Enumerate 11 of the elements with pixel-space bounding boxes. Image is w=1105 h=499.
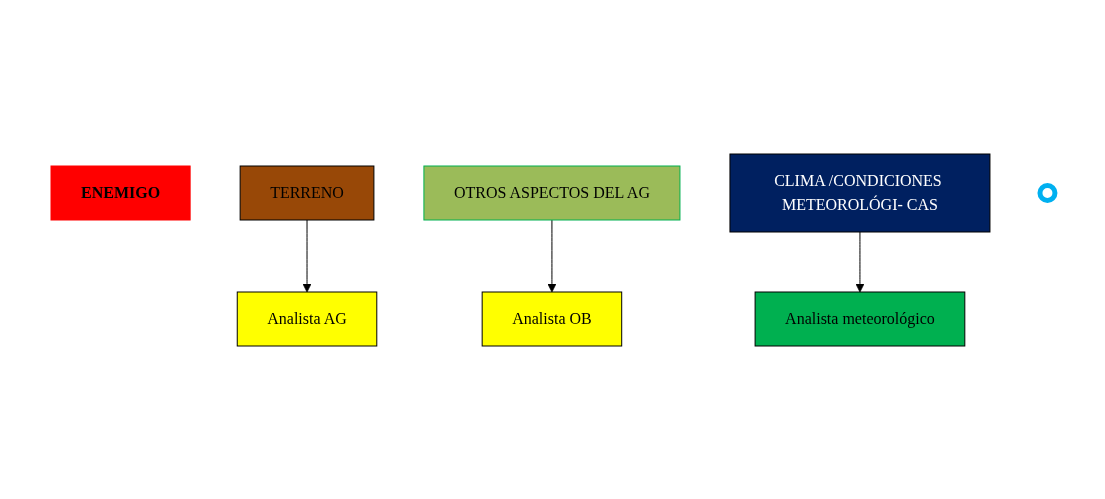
node-circle [1036,182,1057,203]
node-box: CLIMA /CONDICIONES METEOROLÓGI- CAS [728,153,990,232]
node-box: OTROS ASPECTOS DEL AG [422,165,680,220]
node-box: TERRENO [239,165,374,220]
node-box: Analista AG [236,291,377,346]
arrow [302,219,311,292]
arrow [855,231,864,292]
arrow [547,219,556,292]
node-box: ENEMIGO [50,165,191,220]
node-box: Analista meteorológico [754,291,965,346]
node-box: Analista OB [481,291,622,346]
